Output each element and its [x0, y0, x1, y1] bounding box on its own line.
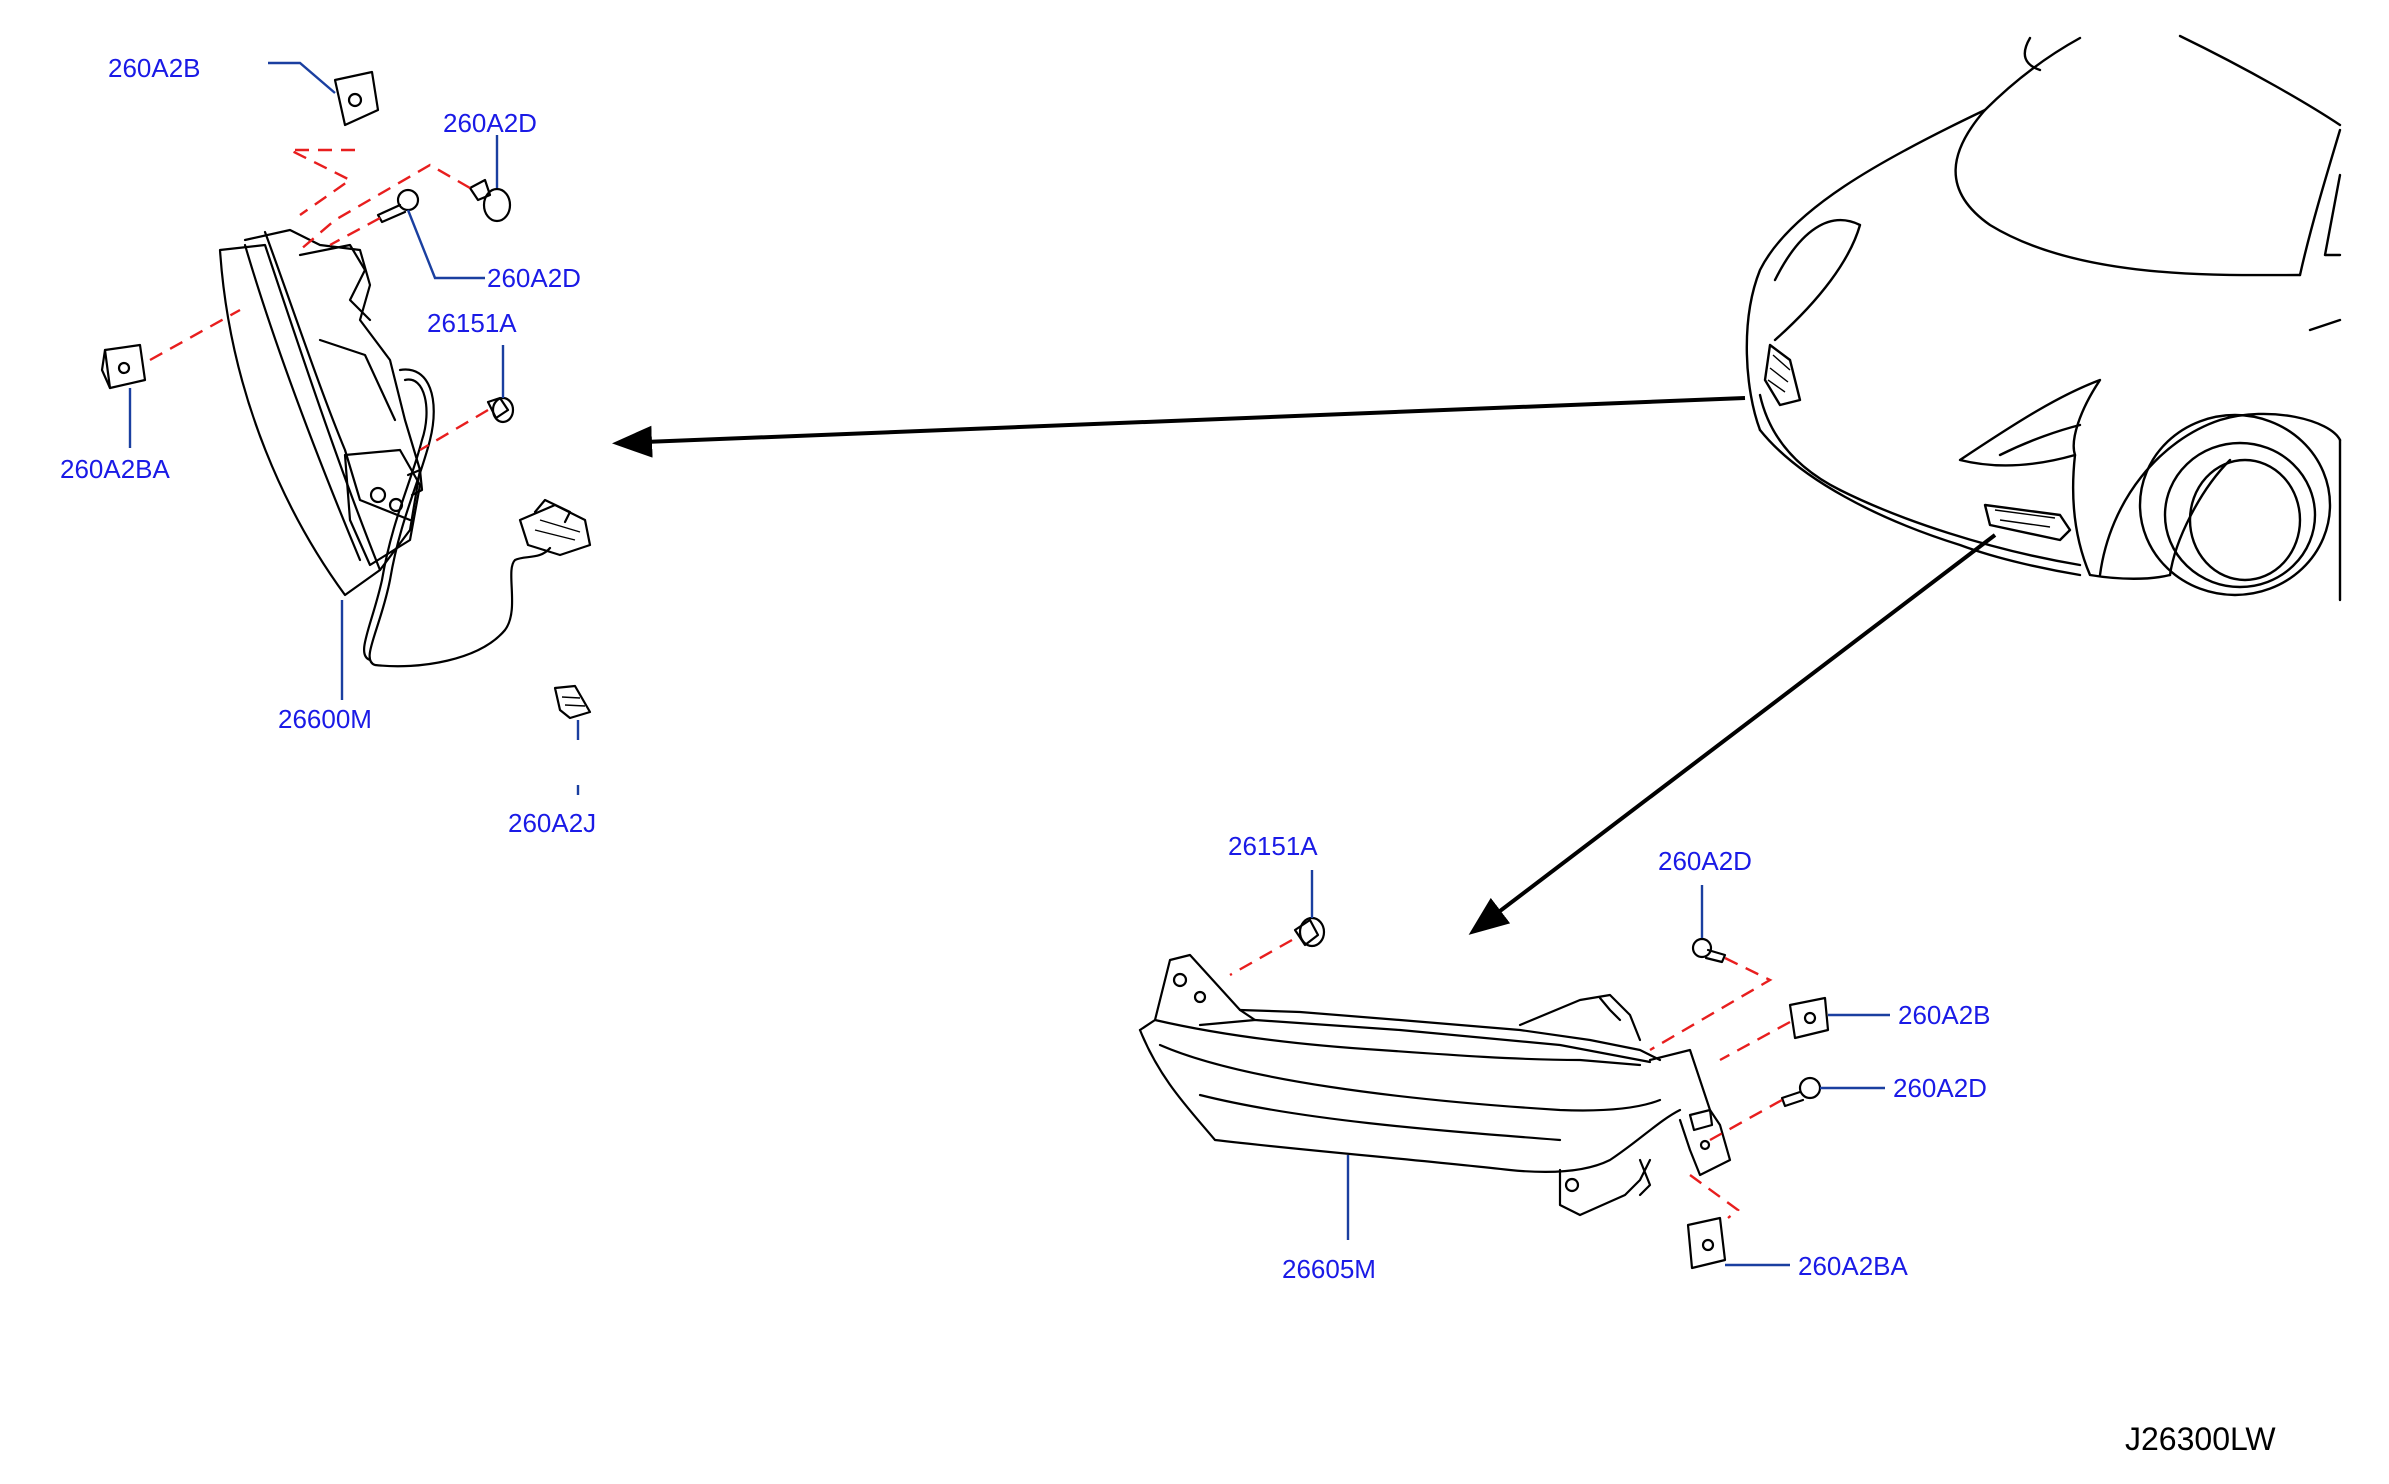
upper-leader-d-mid — [406, 209, 485, 280]
upper-guide-ba — [149, 308, 241, 362]
lower-clip-d-top-part — [1691, 937, 1727, 964]
upper-screw-part — [486, 396, 515, 424]
lower-clip-d-mid-part — [1780, 1076, 1822, 1108]
upper-clip-ba-part — [100, 343, 147, 390]
upper-guide-d-top — [299, 163, 471, 251]
label-upper-clip-d-top: 260A2D — [443, 108, 537, 138]
upper-callout-arrow — [612, 396, 1746, 458]
label-lower-clip-d-top: 260A2D — [1658, 846, 1752, 876]
lower-guide-b — [1719, 1020, 1791, 1062]
label-upper-clip-j: 260A2J — [508, 808, 596, 838]
label-lower-clip-b: 260A2B — [1898, 1000, 1991, 1030]
upper-guide-d-mid — [329, 216, 381, 247]
lower-guide-d-mid — [1709, 1098, 1783, 1142]
label-upper-clip-d-mid: 260A2D — [487, 263, 581, 293]
lower-clip-b-part — [1788, 996, 1830, 1040]
label-upper-clip-ba: 260A2BA — [60, 454, 171, 484]
lower-screw-part — [1293, 916, 1326, 948]
upper-clip-d-top-part — [468, 178, 512, 223]
label-upper-clip-b: 260A2B — [108, 53, 201, 83]
label-lower-lamp: 26605M — [1282, 1254, 1376, 1284]
lower-fog-lamp — [1138, 953, 1732, 1217]
upper-guide-screw — [419, 408, 489, 452]
label-lower-clip-ba: 260A2BA — [1798, 1251, 1909, 1281]
diagram-code: J26300LW — [2125, 1421, 2276, 1457]
upper-guide-b — [289, 148, 355, 216]
upper-side-lamp — [218, 228, 592, 720]
upper-leader-b — [268, 61, 336, 94]
lower-clip-ba-part — [1686, 1216, 1727, 1270]
vehicle-front-outline — [1745, 34, 2342, 602]
label-lower-clip-d-mid: 260A2D — [1893, 1073, 1987, 1103]
label-upper-screw: 26151A — [427, 308, 517, 338]
label-lower-screw: 26151A — [1228, 831, 1318, 861]
label-upper-lamp: 26600M — [278, 704, 372, 734]
lower-guide-screw — [1229, 938, 1293, 977]
upper-clip-b-part — [333, 70, 380, 127]
lower-callout-arrow — [1468, 533, 1997, 935]
lower-guide-ba — [1689, 1174, 1740, 1219]
lower-guide-d-top — [1649, 956, 1773, 1052]
